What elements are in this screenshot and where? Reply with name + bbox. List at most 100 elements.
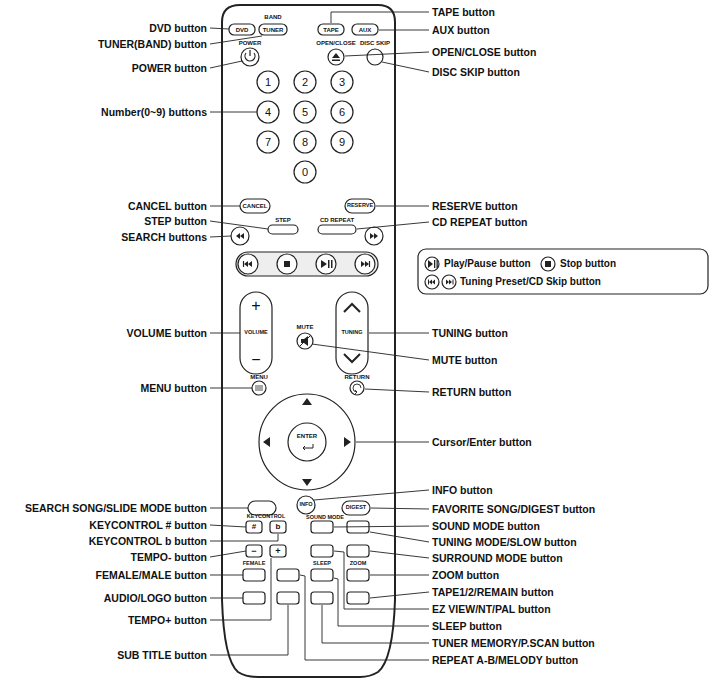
button-text: TUNING bbox=[341, 330, 362, 336]
leader-line bbox=[371, 508, 429, 509]
button-icons bbox=[236, 50, 378, 486]
buttons bbox=[257, 101, 279, 123]
leader-line bbox=[370, 551, 429, 558]
buttons bbox=[297, 496, 315, 514]
legend-text: Tuning Preset/CD Skip button bbox=[460, 277, 601, 287]
buttons bbox=[246, 545, 262, 557]
callout-label: INFO button bbox=[432, 485, 493, 496]
legend-box bbox=[428, 260, 433, 268]
button-text: DVD bbox=[236, 27, 249, 33]
callout-label: REPEAT A-B/MELODY button bbox=[432, 655, 578, 666]
button-text: 0 bbox=[302, 167, 308, 178]
buttons bbox=[270, 545, 286, 557]
leader-line bbox=[376, 206, 429, 207]
button-text: SLEEP bbox=[313, 561, 331, 567]
remote-body bbox=[222, 5, 395, 677]
callout-label: RESERVE button bbox=[432, 201, 518, 212]
leader-line bbox=[210, 508, 248, 509]
buttons bbox=[268, 225, 298, 234]
button-icons bbox=[353, 384, 361, 394]
buttons bbox=[347, 569, 369, 581]
buttons bbox=[229, 24, 383, 604]
leader-line bbox=[210, 551, 246, 557]
leader-line bbox=[334, 526, 429, 527]
button-text: INFO bbox=[299, 502, 312, 508]
buttons bbox=[347, 545, 369, 557]
legend-box bbox=[453, 280, 454, 285]
leader-line bbox=[356, 442, 429, 443]
buttons bbox=[328, 49, 344, 65]
buttons bbox=[311, 521, 333, 533]
buttons bbox=[352, 24, 378, 35]
callout-label: TUNING MODE/SLOW button bbox=[432, 537, 577, 548]
callout-label: SEARCH SONG/SLIDE MODE button bbox=[25, 503, 207, 514]
callout-label: OPEN/CLOSE button bbox=[432, 47, 536, 58]
button-icons bbox=[284, 261, 290, 267]
button-text: + bbox=[275, 547, 280, 556]
leader-line bbox=[210, 206, 240, 207]
legend-box bbox=[434, 260, 435, 268]
legend-box bbox=[446, 280, 452, 285]
button-text: 4 bbox=[265, 107, 271, 118]
leader-line bbox=[365, 389, 429, 392]
leader-line bbox=[210, 388, 252, 389]
leader-line bbox=[210, 558, 271, 620]
legend-text: Stop button bbox=[560, 259, 616, 269]
buttons bbox=[229, 24, 255, 35]
buttons bbox=[240, 292, 272, 374]
leader-line bbox=[382, 62, 429, 72]
buttons bbox=[318, 225, 356, 234]
button-text: CANCEL bbox=[243, 203, 268, 209]
buttons bbox=[294, 71, 316, 93]
callout-label: TUNER(BAND) button bbox=[98, 39, 207, 50]
legend-box bbox=[541, 257, 555, 271]
buttons bbox=[243, 569, 265, 581]
callout-label: RETURN button bbox=[432, 387, 511, 398]
leader-line bbox=[312, 344, 429, 360]
buttons bbox=[336, 292, 368, 374]
buttons bbox=[331, 131, 353, 153]
buttons bbox=[270, 521, 286, 533]
leader-line bbox=[210, 333, 240, 334]
button-text: 1 bbox=[265, 77, 271, 88]
callout-label: TEMPO- button bbox=[131, 552, 207, 563]
leader-line bbox=[210, 236, 231, 237]
button-icons bbox=[303, 444, 313, 450]
buttons bbox=[331, 101, 353, 123]
legend-box bbox=[429, 280, 435, 285]
button-text: 8 bbox=[302, 137, 308, 148]
callout-label: POWER button bbox=[132, 63, 207, 74]
button-text: POWER bbox=[239, 40, 262, 46]
callout-label: KEYCONTROL # button bbox=[89, 520, 207, 531]
button-text: 5 bbox=[302, 107, 308, 118]
callout-label: CANCEL button bbox=[128, 201, 207, 212]
button-icons bbox=[369, 261, 370, 267]
button-icons bbox=[249, 50, 250, 56]
callout-label: MUTE button bbox=[432, 355, 497, 366]
callout-label: DISC SKIP button bbox=[432, 67, 520, 78]
buttons bbox=[259, 24, 287, 35]
legend-box bbox=[425, 257, 439, 271]
callout-label: AUDIO/LOGO button bbox=[104, 593, 207, 604]
button-icons bbox=[244, 261, 252, 267]
button-text: MENU bbox=[250, 374, 268, 380]
leader-line bbox=[210, 575, 243, 576]
button-text: KEYCONTROL bbox=[247, 514, 286, 520]
button-icons bbox=[263, 398, 351, 486]
buttons bbox=[277, 254, 297, 274]
button-text: CD REPEAT bbox=[320, 217, 354, 223]
leader-line bbox=[334, 578, 429, 626]
callout-label: TAPE1/2/REMAIN button bbox=[432, 587, 554, 598]
button-text: + bbox=[251, 298, 260, 314]
button-text: 7 bbox=[265, 137, 271, 148]
button-text: FEMALE bbox=[243, 561, 266, 567]
leader-lines bbox=[210, 12, 429, 660]
leader-line bbox=[334, 551, 429, 609]
button-icons bbox=[300, 336, 310, 346]
callout-label: SURROUND MODE button bbox=[432, 553, 563, 564]
button-text: AUX bbox=[359, 27, 372, 33]
legend-box bbox=[545, 261, 551, 267]
button-icons bbox=[255, 386, 263, 390]
callout-label: FEMALE/MALE button bbox=[96, 570, 207, 581]
